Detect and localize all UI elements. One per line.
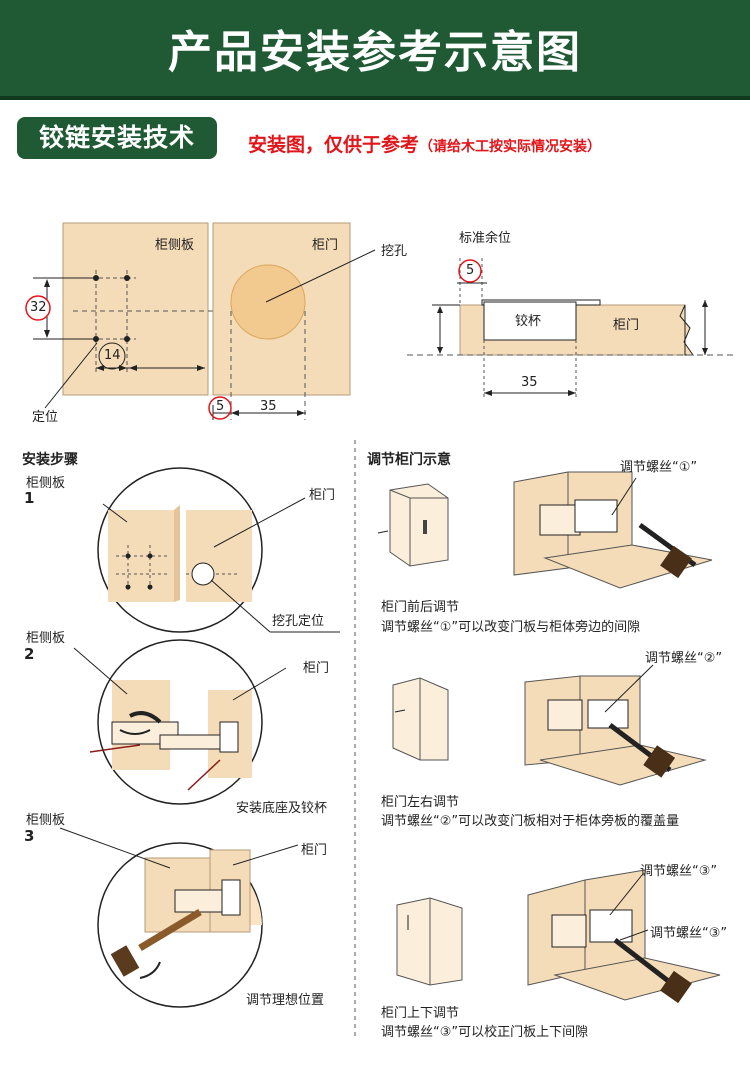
step3-panel-label: 柜侧板 bbox=[26, 813, 66, 828]
step1-door-label: 柜门 bbox=[309, 488, 336, 503]
adjust3-drawing bbox=[396, 869, 721, 1004]
step1-panel-label: 柜侧板 bbox=[26, 476, 66, 491]
step2-caption: 安装底座及铰杯 bbox=[236, 801, 328, 816]
note-sub: （请给木工按实际情况安装） bbox=[419, 139, 602, 155]
section-door-label: 柜门 bbox=[613, 318, 640, 333]
step1-number: 1 bbox=[24, 489, 35, 507]
step1-caption: 挖孔定位 bbox=[272, 614, 325, 629]
adjust1-screw-label: 调节螺丝“①” bbox=[620, 460, 698, 475]
adjust2-desc: 调节螺丝“②”可以改变门板相对于柜体旁板的覆盖量 bbox=[381, 814, 680, 829]
hole-label: 挖孔 bbox=[381, 244, 408, 259]
adjust1-drawing bbox=[377, 471, 713, 589]
door-panel-drawing bbox=[208, 222, 376, 420]
cup-label: 铰杯 bbox=[515, 314, 542, 329]
step3-caption: 调节理想位置 bbox=[246, 993, 325, 1008]
adjust2-screw-label: 调节螺丝“②” bbox=[645, 651, 723, 666]
step3-number: 3 bbox=[24, 827, 35, 845]
note-main: 安装图，仅供于参考 bbox=[248, 134, 420, 156]
steps-title: 安装步骤 bbox=[22, 452, 78, 468]
door-panel-label: 柜门 bbox=[312, 238, 339, 253]
adjust1-name: 柜门前后调节 bbox=[381, 600, 460, 615]
section-view bbox=[407, 258, 733, 400]
section-tag: 铰链安装技术 bbox=[17, 117, 217, 159]
adjust3-screw-mid-label: 调节螺丝“③” bbox=[650, 926, 728, 941]
dim-14: 14 bbox=[104, 348, 121, 363]
page-title: 产品安装参考示意图 bbox=[168, 27, 582, 78]
adjust3-desc: 调节螺丝“③”可以校正门板上下间隙 bbox=[381, 1025, 589, 1040]
dim-35-left: 35 bbox=[260, 399, 277, 414]
side-panel-label: 柜侧板 bbox=[155, 238, 195, 253]
step1-drawing bbox=[97, 467, 340, 633]
dim-32: 32 bbox=[30, 300, 47, 315]
step3-door-label: 柜门 bbox=[301, 843, 328, 858]
adjust3-name: 柜门上下调节 bbox=[381, 1006, 460, 1021]
step2-drawing bbox=[73, 639, 287, 805]
adjust-title: 调节柜门示意 bbox=[367, 452, 451, 468]
reference-note: 安装图，仅供于参考（请给木工按实际情况安装） bbox=[248, 130, 601, 157]
position-label: 定位 bbox=[32, 410, 59, 425]
step3-drawing bbox=[59, 827, 299, 1008]
adjust2-name: 柜门左右调节 bbox=[381, 795, 460, 810]
dim-5-left: 5 bbox=[216, 399, 225, 414]
step2-panel-label: 柜侧板 bbox=[26, 631, 66, 646]
allowance-label: 标准余位 bbox=[459, 231, 512, 246]
dim-5-right: 5 bbox=[466, 263, 475, 278]
side-panel-drawing bbox=[25, 222, 345, 409]
header-banner: 产品安装参考示意图 bbox=[0, 0, 750, 100]
step2-door-label: 柜门 bbox=[303, 661, 330, 676]
dim-35-right: 35 bbox=[521, 375, 538, 390]
adjust2-drawing bbox=[392, 664, 707, 786]
adjust3-screw-top-label: 调节螺丝“③” bbox=[640, 864, 718, 879]
step2-number: 2 bbox=[24, 645, 35, 663]
adjust1-desc: 调节螺丝“①”可以改变门板与柜体旁边的间隙 bbox=[381, 620, 641, 635]
